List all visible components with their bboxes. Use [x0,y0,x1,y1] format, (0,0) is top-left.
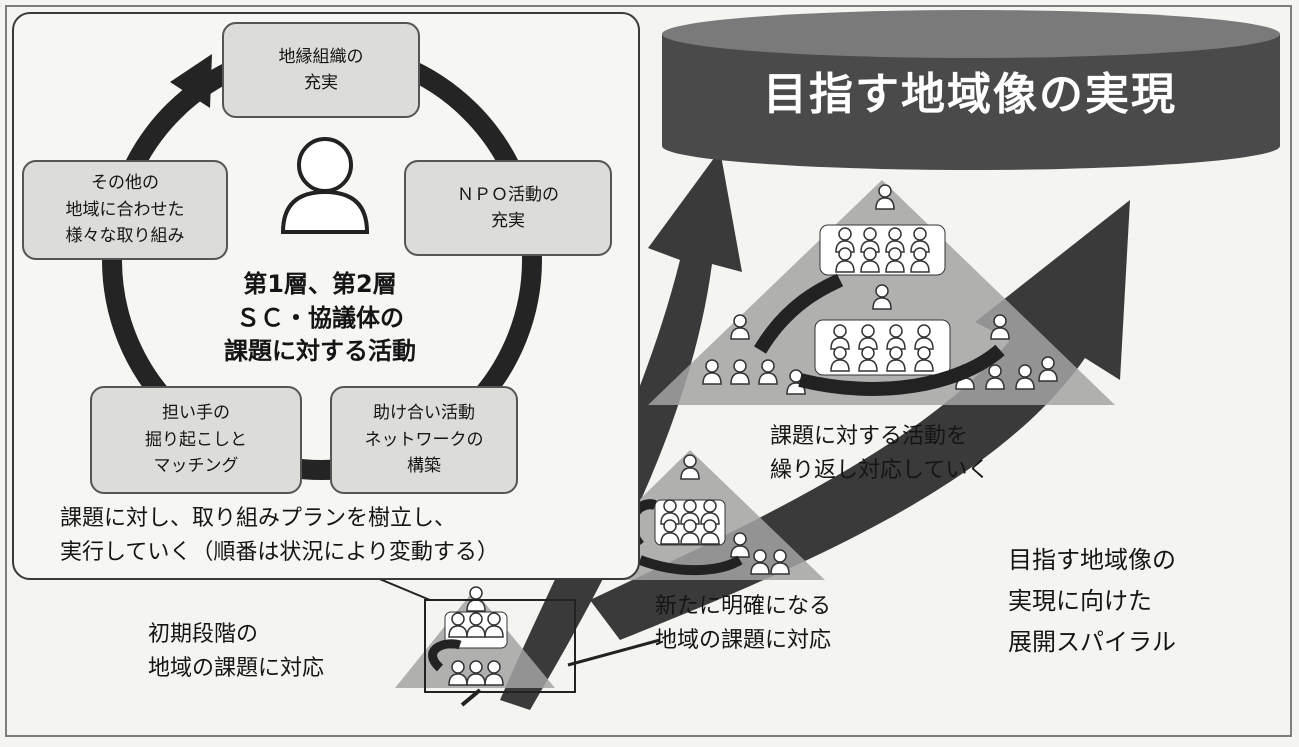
goal-title: 目指す地域像の実現 [763,69,1177,120]
label-new-issues: 新たに明確になる 地域の課題に対応 [655,594,832,654]
box-network-building: 助け合い活動 ネットワークの 構築 [330,386,518,494]
cycle-arrowhead [170,54,212,108]
box-other-initiatives: その他の 地域に合わせた 様々な取り組み [22,160,228,260]
goal-dome [662,10,1280,170]
box-local-organizations: 地縁組織の 充実 [222,22,420,118]
person-icon [280,137,370,234]
label-repeat-activities: 課題に対する活動を 繰り返し対応していく [770,424,990,484]
label-spiral: 目指す地域像の 実現に向けた 展開スパイラル [1008,546,1176,656]
box-npo-activities: ＮＰＯ活動の 充実 [404,160,612,256]
label-initial-stage: 初期段階の 地域の課題に対応 [148,622,325,682]
cycle-center-text: 第1層、第2層 ＳＣ・協議体の 課題に対する活動 [224,270,416,366]
box-matching: 担い手の 掘り起こしと マッチング [90,386,302,494]
outer-frame [5,5,1292,737]
plan-text: 課題に対し、取り組みプランを樹立し、 実行していく（順番は状況により変動する） [60,506,499,566]
